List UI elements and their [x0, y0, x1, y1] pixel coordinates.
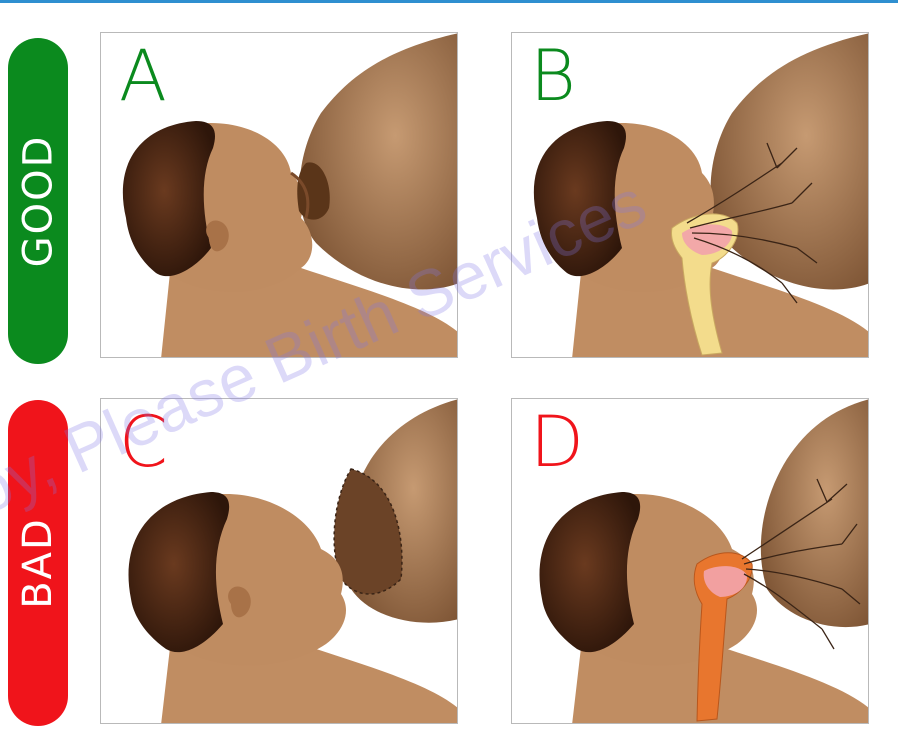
panel-b: B — [511, 32, 869, 358]
breast — [761, 399, 869, 627]
panel-a-letter: A — [119, 41, 167, 111]
panel-a: A — [100, 32, 458, 358]
baby-hair — [123, 121, 215, 276]
panel-c-letter: C — [119, 407, 168, 477]
baby-hair — [540, 492, 641, 652]
panel-c: C — [100, 398, 458, 724]
top-rule — [0, 0, 898, 3]
good-label-text: GOOD — [15, 135, 61, 268]
panel-d-letter: D — [530, 407, 584, 477]
bad-label-pill: BAD — [8, 400, 68, 726]
breast — [300, 33, 458, 290]
panel-d: D — [511, 398, 869, 724]
bad-label-text: BAD — [15, 517, 61, 609]
good-label-pill: GOOD — [8, 38, 68, 364]
baby-hair — [534, 121, 626, 276]
breast — [711, 33, 869, 290]
panel-b-letter: B — [530, 41, 576, 111]
baby-hair — [129, 492, 230, 652]
